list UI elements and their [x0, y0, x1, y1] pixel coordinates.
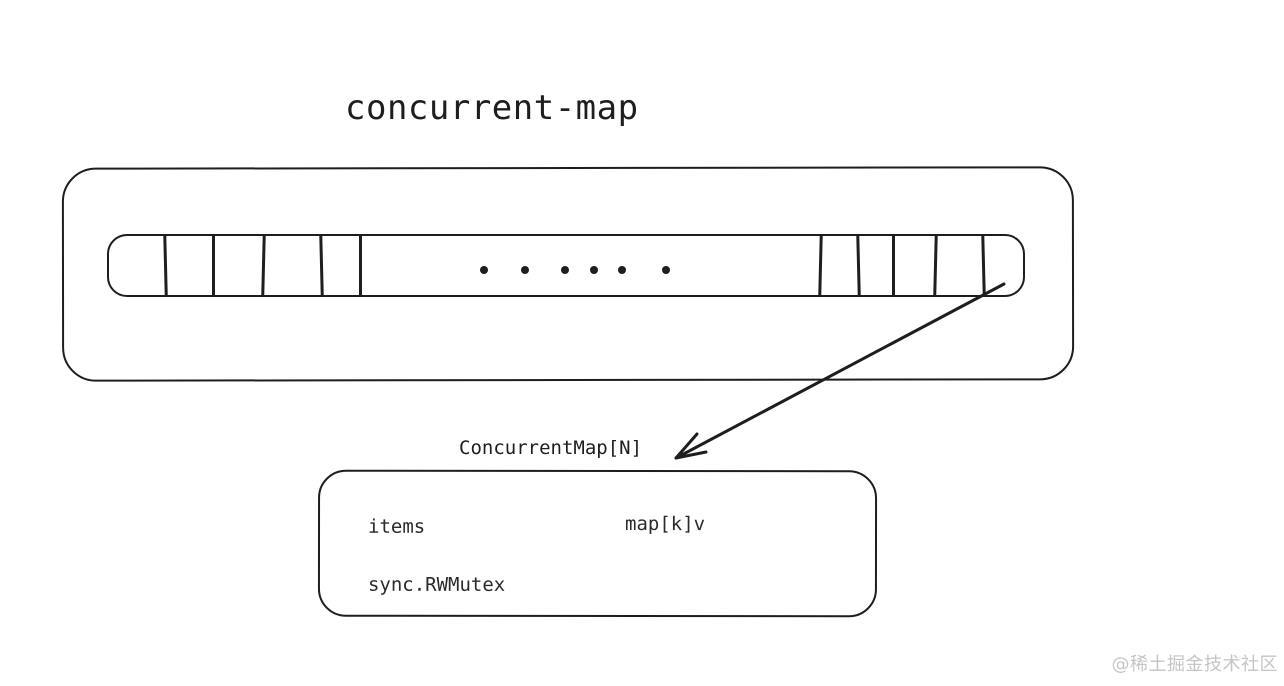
shard-divider — [359, 235, 362, 295]
ellipsis-dot — [480, 266, 488, 274]
shard-divider — [212, 235, 215, 295]
watermark: @稀土掘金技术社区 — [1111, 654, 1278, 675]
shard-divider — [933, 234, 938, 296]
shard-divider — [818, 234, 823, 296]
ellipsis-dot — [590, 266, 598, 274]
arrow-head — [674, 432, 708, 460]
struct-type-label: ConcurrentMap[N] — [459, 437, 643, 459]
ellipsis-dot — [521, 266, 529, 274]
struct-field-items-name: items — [368, 515, 426, 538]
ellipsis-dot — [662, 266, 670, 274]
shard-divider — [261, 234, 266, 296]
concurrentmap-struct-box: items map[k]v sync.RWMutex — [317, 469, 878, 618]
shard-array-strip — [107, 234, 1025, 297]
shard-divider — [981, 234, 986, 296]
shard-divider — [319, 234, 324, 296]
struct-field-mutex-name: sync.RWMutex — [367, 573, 506, 596]
shard-divider — [856, 234, 861, 296]
struct-field-items-type: map[k]v — [625, 513, 706, 536]
diagram-title: concurrent-map — [345, 88, 639, 128]
ellipsis-dot — [618, 266, 626, 274]
ellipsis-dot — [561, 266, 569, 274]
shard-divider — [163, 234, 168, 296]
shard-divider — [892, 235, 895, 295]
